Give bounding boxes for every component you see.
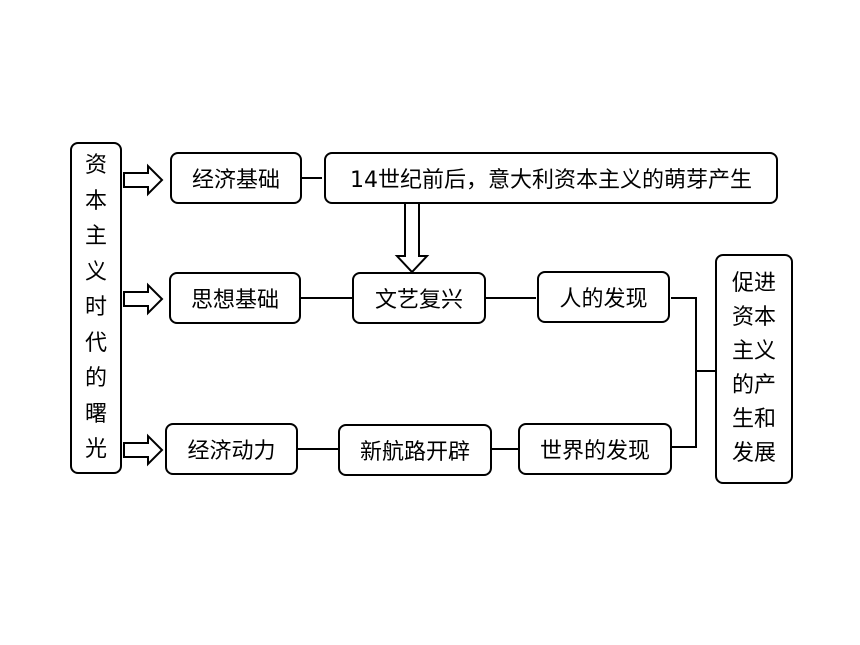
root-char: 代: [84, 330, 107, 356]
root-char: 本: [84, 188, 107, 214]
result-text: 促进资本主义的产生和发展: [731, 271, 776, 466]
economic-basis-box: 经济基础: [170, 152, 302, 204]
ideological-basis-box: 思想基础: [169, 272, 301, 324]
renaissance-box: 文艺复兴: [352, 272, 486, 324]
bracket-to-result: [671, 297, 697, 448]
arrow-to-economic-driving: [123, 433, 164, 467]
arrow-to-economic-basis: [123, 163, 164, 197]
economic-driving-box: 经济动力: [165, 423, 298, 475]
root-char: 的: [84, 366, 107, 391]
root-char: 主: [84, 224, 107, 249]
sprouts-box: 14世纪前后，意大利资本主义的萌芽产生: [324, 152, 778, 204]
root-char: 时: [84, 295, 107, 320]
root-char: 光: [84, 437, 107, 462]
root-box: 资 本 主 义 时 代 的 曙 光: [70, 142, 122, 474]
arrow-to-ideological-basis: [123, 282, 164, 316]
root-char: 曙: [84, 401, 107, 427]
root-char: 资: [84, 153, 107, 178]
new-routes-box: 新航路开辟: [338, 424, 492, 476]
root-char: 义: [84, 259, 107, 285]
discovery-of-world-box: 世界的发现: [518, 423, 672, 475]
discovery-of-man-box: 人的发现: [537, 271, 670, 323]
result-box: 促进资本主义的产生和发展: [715, 254, 793, 484]
arrow-sprouts-to-renaissance: [394, 202, 430, 274]
